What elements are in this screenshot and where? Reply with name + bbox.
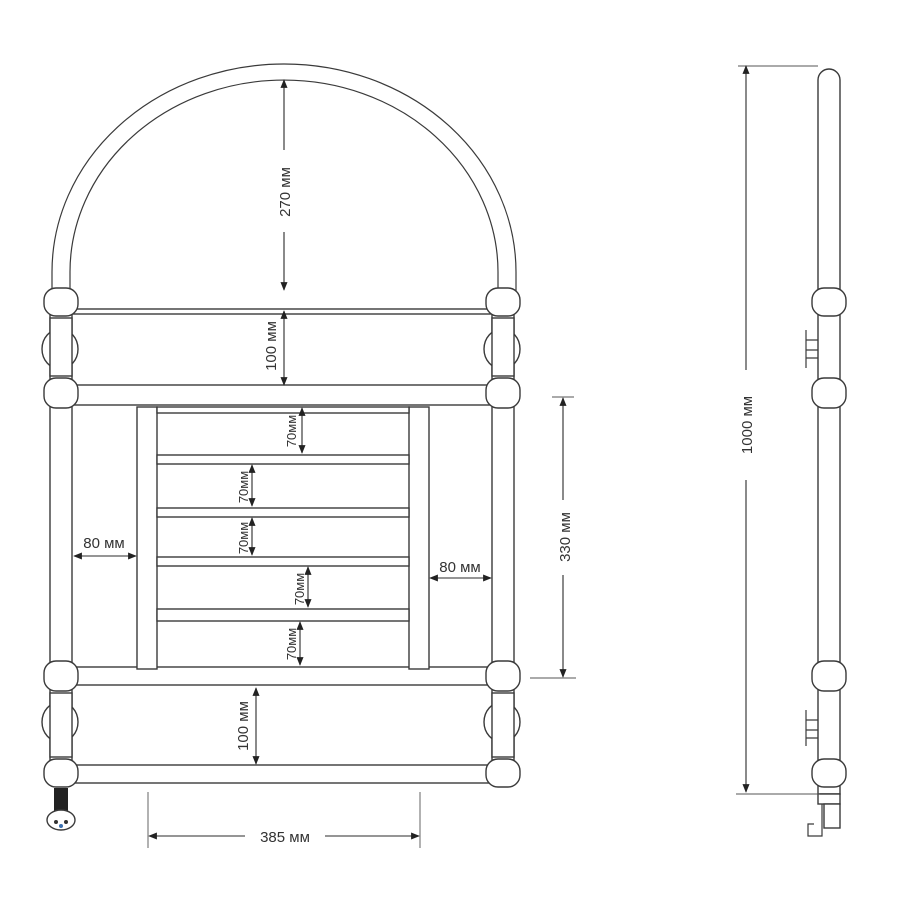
rung: [156, 454, 410, 465]
heating-element-icon: [46, 788, 76, 831]
dim-rung-5: 70мм: [284, 628, 299, 660]
top-arch: [51, 63, 517, 292]
dim-arch-height: 270 мм: [277, 167, 294, 217]
side-post: [817, 68, 841, 795]
rung: [156, 507, 410, 518]
dim-width: 385 мм: [260, 829, 310, 846]
dim-lower-section: 100 мм: [235, 701, 252, 751]
dim-rung-4: 70мм: [292, 573, 307, 605]
lower-rail-bottom: [71, 764, 493, 784]
upper-rail-bottom: [71, 384, 493, 406]
front-view: 270 мм 100 мм 70мм 70мм 70мм 70мм 70мм 8…: [41, 63, 576, 848]
dim-total-height: 1000 мм: [739, 396, 756, 454]
dim-middle-section: 330 мм: [557, 512, 574, 562]
side-connector-icon: [807, 793, 841, 837]
dim-right-gap: 80 мм: [439, 559, 480, 576]
rung: [156, 406, 410, 414]
dim-upper-section: 100 мм: [263, 321, 280, 371]
rung: [156, 556, 410, 567]
side-joints: [811, 287, 847, 788]
wall-bracket-icon: [805, 330, 818, 746]
upper-rail-top: [71, 308, 493, 315]
dim-rung-3: 70мм: [236, 522, 251, 554]
side-view: 1000 мм: [736, 65, 847, 837]
rung: [156, 608, 410, 622]
inner-left-collector: [136, 406, 158, 670]
dim-left-gap: 80 мм: [83, 535, 124, 552]
dim-rung-2: 70мм: [236, 471, 251, 503]
dim-rung-1: 70мм: [284, 415, 299, 447]
inner-right-collector: [408, 406, 430, 670]
lower-rail-top: [71, 666, 493, 686]
